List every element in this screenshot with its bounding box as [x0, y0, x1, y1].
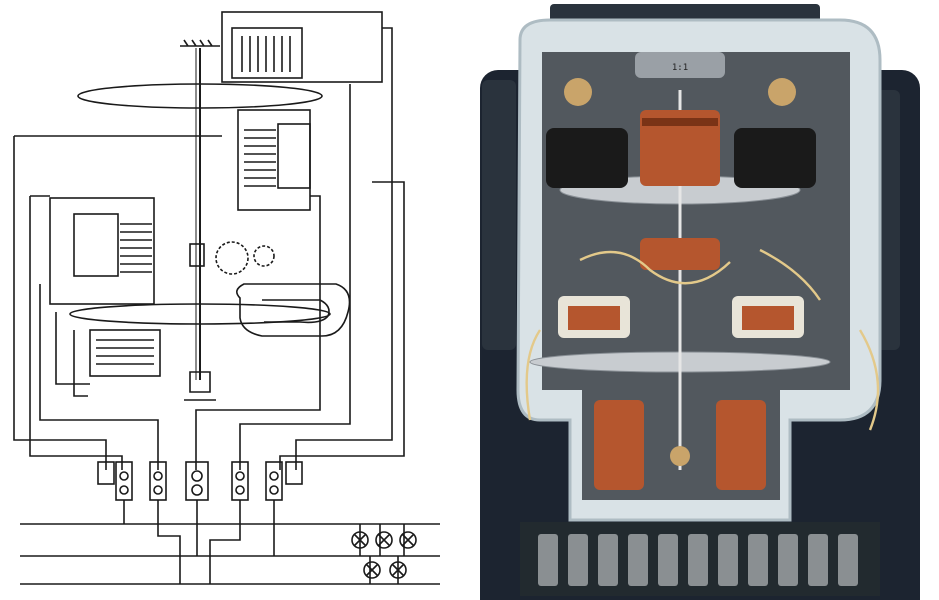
middle-copper-coil	[640, 238, 720, 270]
spring-icon	[180, 39, 220, 47]
upper-coil-core	[231, 27, 303, 79]
middle-coil-windings	[244, 129, 276, 187]
lower-disc	[69, 303, 331, 325]
lamp-icon	[351, 531, 417, 579]
nameplate-text: 1:1	[672, 63, 688, 73]
upper-coil-windings	[241, 36, 291, 72]
meter-photo: 1:1	[460, 0, 939, 600]
connection-wires	[525, 248, 880, 431]
meter-photo-svg: 1:1	[480, 4, 920, 600]
upper-copper-coil	[640, 110, 720, 186]
wiring-schematic	[0, 0, 460, 600]
right-brake-magnet	[716, 400, 766, 490]
terminal-screw-icon	[564, 78, 592, 106]
wiring-lines	[13, 27, 405, 470]
lower-coil-frame	[89, 329, 161, 377]
left-coil-windings	[120, 223, 152, 273]
gear-icon	[670, 446, 690, 466]
upper-left-coil	[546, 128, 628, 188]
middle-coil-frame	[237, 109, 311, 211]
schematic-svg	[13, 11, 440, 585]
terminal-screw-icon	[119, 470, 279, 496]
terminal-screw-row	[538, 534, 858, 586]
gear-icon	[189, 241, 275, 275]
left-bracket	[482, 80, 516, 350]
left-brake-magnet	[594, 400, 644, 490]
left-coil-frame	[49, 197, 155, 305]
brake-magnet	[236, 283, 351, 337]
bearing-icon	[184, 371, 216, 401]
upper-right-coil	[734, 128, 816, 188]
upper-coil-frame	[221, 11, 383, 83]
supply-lines	[20, 500, 440, 585]
nameplate	[635, 52, 725, 78]
